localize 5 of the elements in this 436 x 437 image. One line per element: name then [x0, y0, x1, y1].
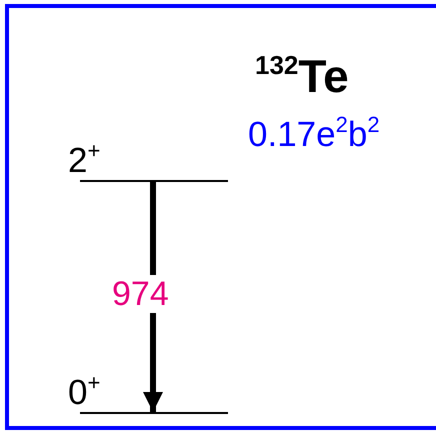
spin-parity-label: 0$^{+}$ — [68, 372, 100, 410]
spin-parity-label: 2$^{+}$ — [68, 140, 100, 178]
nucleus-title: $^{132}$Te — [255, 52, 349, 99]
energy-label: 974 — [112, 275, 169, 313]
transition-strength-label: 0.17e$^{2}$b$^{2}$ — [248, 114, 380, 152]
